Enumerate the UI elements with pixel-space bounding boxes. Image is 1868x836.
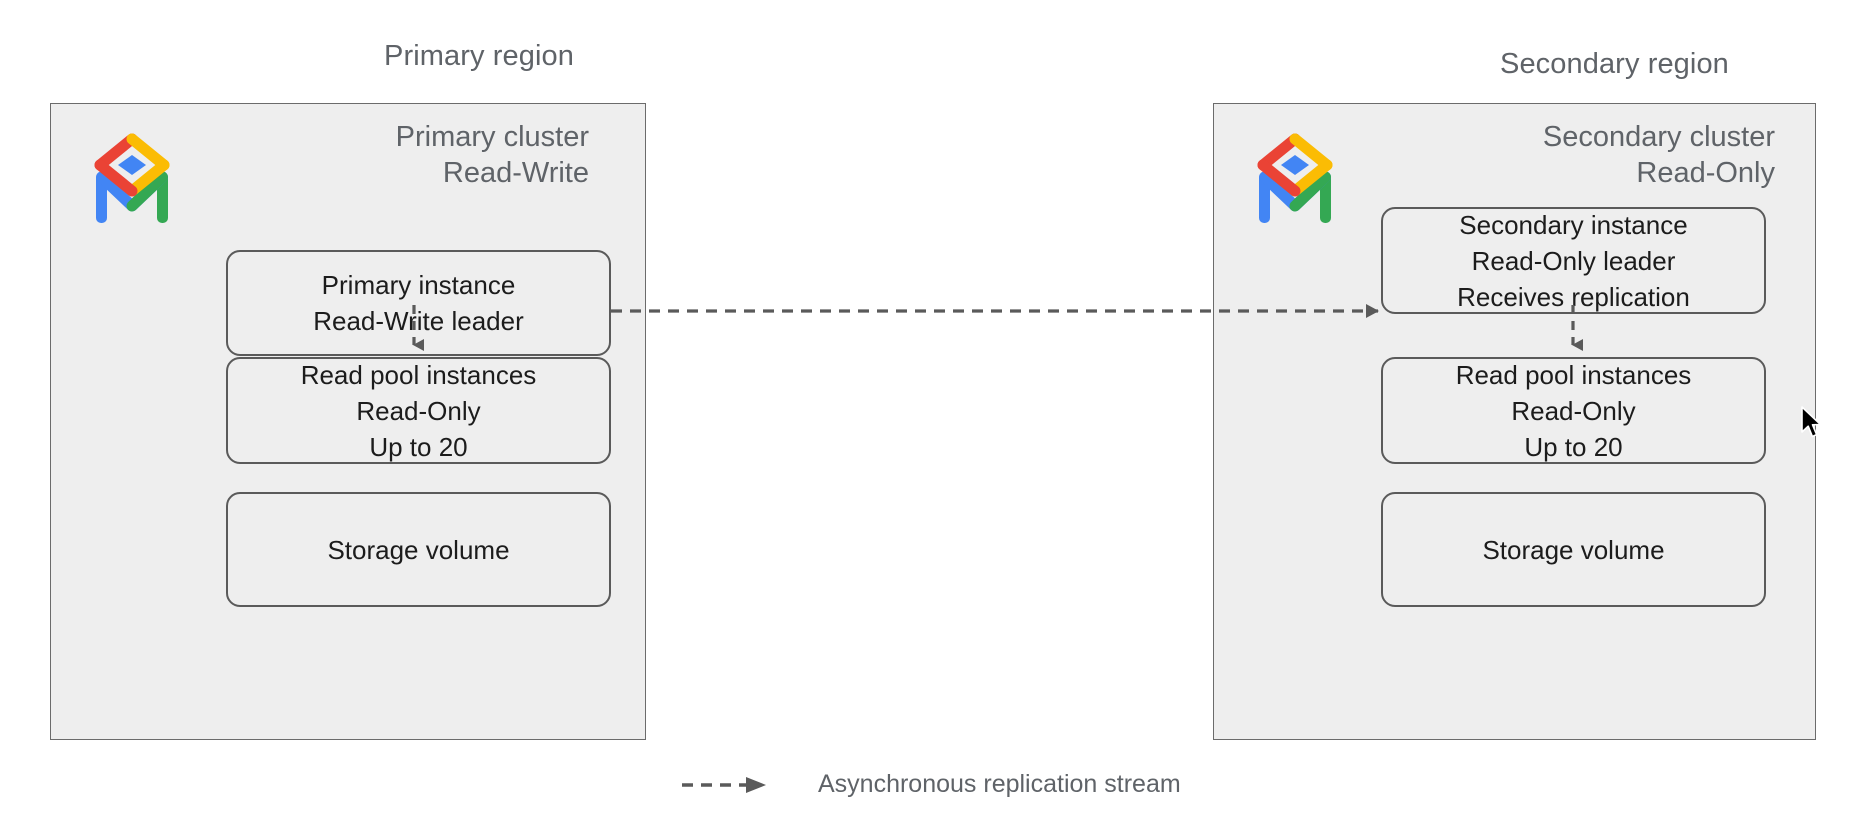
node-secondary-instance[interactable]: Secondary instance Read-Only leader Rece… (1381, 207, 1766, 314)
alloydb-logo-icon (1243, 127, 1347, 231)
region-caption-primary: Primary region (384, 40, 574, 72)
region-caption-secondary: Secondary region (1500, 48, 1729, 80)
node-secondary-readpool-label: Read pool instances Read-Only Up to 20 (1455, 359, 1692, 462)
cluster-title-secondary: Secondary cluster Read-Only (1542, 121, 1775, 189)
alloydb-logo-icon (80, 127, 184, 231)
legend-label: Asynchronous replication stream (818, 770, 1181, 798)
cluster-panel-secondary: Secondary cluster Read-Only Secondary in… (1213, 103, 1816, 740)
node-primary-instance[interactable]: Primary instance Read-Write leader (226, 250, 611, 356)
legend: Asynchronous replication stream (680, 770, 1181, 799)
cluster-panel-primary: Primary cluster Read-Write Primary insta… (50, 103, 646, 740)
node-primary-readpool[interactable]: Read pool instances Read-Only Up to 20 (226, 357, 611, 464)
node-secondary-storage[interactable]: Storage volume (1381, 492, 1766, 607)
node-primary-storage-label: Storage volume (327, 534, 510, 565)
node-secondary-readpool[interactable]: Read pool instances Read-Only Up to 20 (1381, 357, 1766, 464)
node-secondary-storage-label: Storage volume (1482, 534, 1665, 565)
node-secondary-instance-label: Secondary instance Read-Only leader Rece… (1457, 209, 1690, 312)
node-primary-storage[interactable]: Storage volume (226, 492, 611, 607)
node-primary-instance-label: Primary instance Read-Write leader (313, 270, 524, 336)
dashed-arrow-icon (682, 776, 766, 793)
node-primary-readpool-label: Read pool instances Read-Only Up to 20 (300, 359, 537, 462)
mouse-pointer-icon (1801, 406, 1822, 438)
cluster-title-primary: Primary cluster Read-Write (395, 121, 589, 189)
